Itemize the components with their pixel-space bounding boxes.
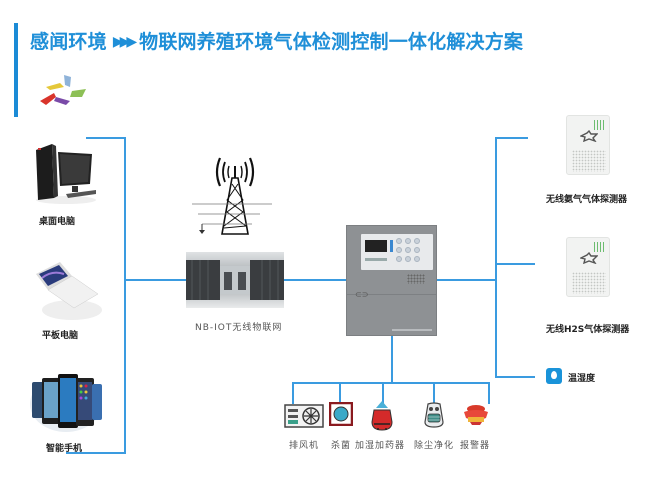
keypad-key: [405, 238, 411, 244]
status-leds: [594, 120, 604, 130]
keypad-key: [414, 238, 420, 244]
connector-line: [391, 336, 393, 384]
client-label: 桌面电脑: [39, 217, 76, 227]
keypad-key: [405, 247, 411, 253]
status-strip: [390, 240, 393, 252]
keypad-key: [405, 256, 411, 262]
connector-line: [433, 382, 435, 404]
actuator-label: 杀菌: [331, 441, 352, 451]
connector-line: [86, 137, 126, 139]
connector-line: [382, 382, 384, 404]
connector-line: [495, 263, 535, 265]
smartphones-icon: [30, 374, 102, 432]
network-label: NB-IOT无线物联网: [195, 323, 283, 333]
sterilizer-icon: [329, 402, 353, 426]
detector-logo: [580, 130, 598, 142]
actuator-label: 报警器: [460, 441, 491, 451]
connector-line: [495, 137, 528, 139]
sensor-label: 无线H2S气体探测器: [546, 325, 630, 335]
header-accent-bar: [14, 23, 18, 117]
lcd-screen: [365, 240, 387, 252]
speaker-grille: [407, 274, 425, 284]
gas-detector-icon: [566, 115, 610, 175]
actuator-label: 除尘净化: [414, 441, 455, 451]
sensor-label: 温湿度: [568, 374, 596, 384]
radio-tower-icon: [192, 157, 272, 235]
vent-grid: [572, 272, 606, 294]
keypad-key: [414, 247, 420, 253]
connector-line: [495, 137, 497, 378]
desktop-computer-icon: [36, 144, 96, 204]
control-panel-face: [361, 234, 433, 270]
connector-line: [339, 382, 341, 404]
screen-caption: [365, 258, 387, 261]
brand-name: 感闻环境: [30, 31, 107, 53]
humidifier-dosing-icon: [371, 401, 393, 431]
controller-brand-plate: [392, 329, 432, 331]
keypad-key: [414, 256, 420, 262]
keypad-key: [396, 256, 402, 262]
alarm-siren-icon: [464, 405, 488, 425]
connector-line: [495, 376, 535, 378]
actuator-label: 加湿加药器: [355, 441, 406, 451]
water-drop-icon: [546, 368, 562, 384]
gas-detector-icon: [566, 237, 610, 297]
gas-control-panel-icon: ⊂⊃: [346, 225, 437, 336]
solution-title: 物联网养殖环境气体检测控制一体化解决方案: [139, 31, 524, 53]
keypad-key: [396, 238, 402, 244]
client-label: 智能手机: [46, 444, 83, 454]
actuator-label: 排风机: [289, 441, 320, 451]
connector-line: [292, 382, 490, 384]
page-title: 感闻环境 ▶▶▶物联网养殖环境气体检测控制一体化解决方案: [30, 27, 523, 54]
server-room-icon: [186, 252, 284, 308]
laptop-tablet-icon: [36, 262, 102, 320]
keypad-key: [396, 247, 402, 253]
dust-purifier-icon: [424, 402, 444, 428]
detector-logo: [580, 252, 598, 264]
connector-line: [437, 279, 497, 281]
connector-line: [66, 452, 126, 454]
sensor-label: 无线氨气气体探测器: [546, 195, 628, 205]
pinwheel-logo: [40, 75, 86, 105]
lock-icon: ⊂⊃: [355, 290, 369, 299]
vent-grid: [572, 150, 606, 172]
connector-line: [488, 382, 490, 404]
client-label: 平板电脑: [42, 331, 79, 341]
triple-chevron-right-icon: ▶▶▶: [112, 34, 137, 50]
exhaust-fan-icon: [284, 404, 324, 428]
status-leds: [594, 242, 604, 252]
connector-line: [292, 382, 294, 404]
panel-divider: [347, 294, 436, 295]
connector-line: [124, 137, 126, 454]
